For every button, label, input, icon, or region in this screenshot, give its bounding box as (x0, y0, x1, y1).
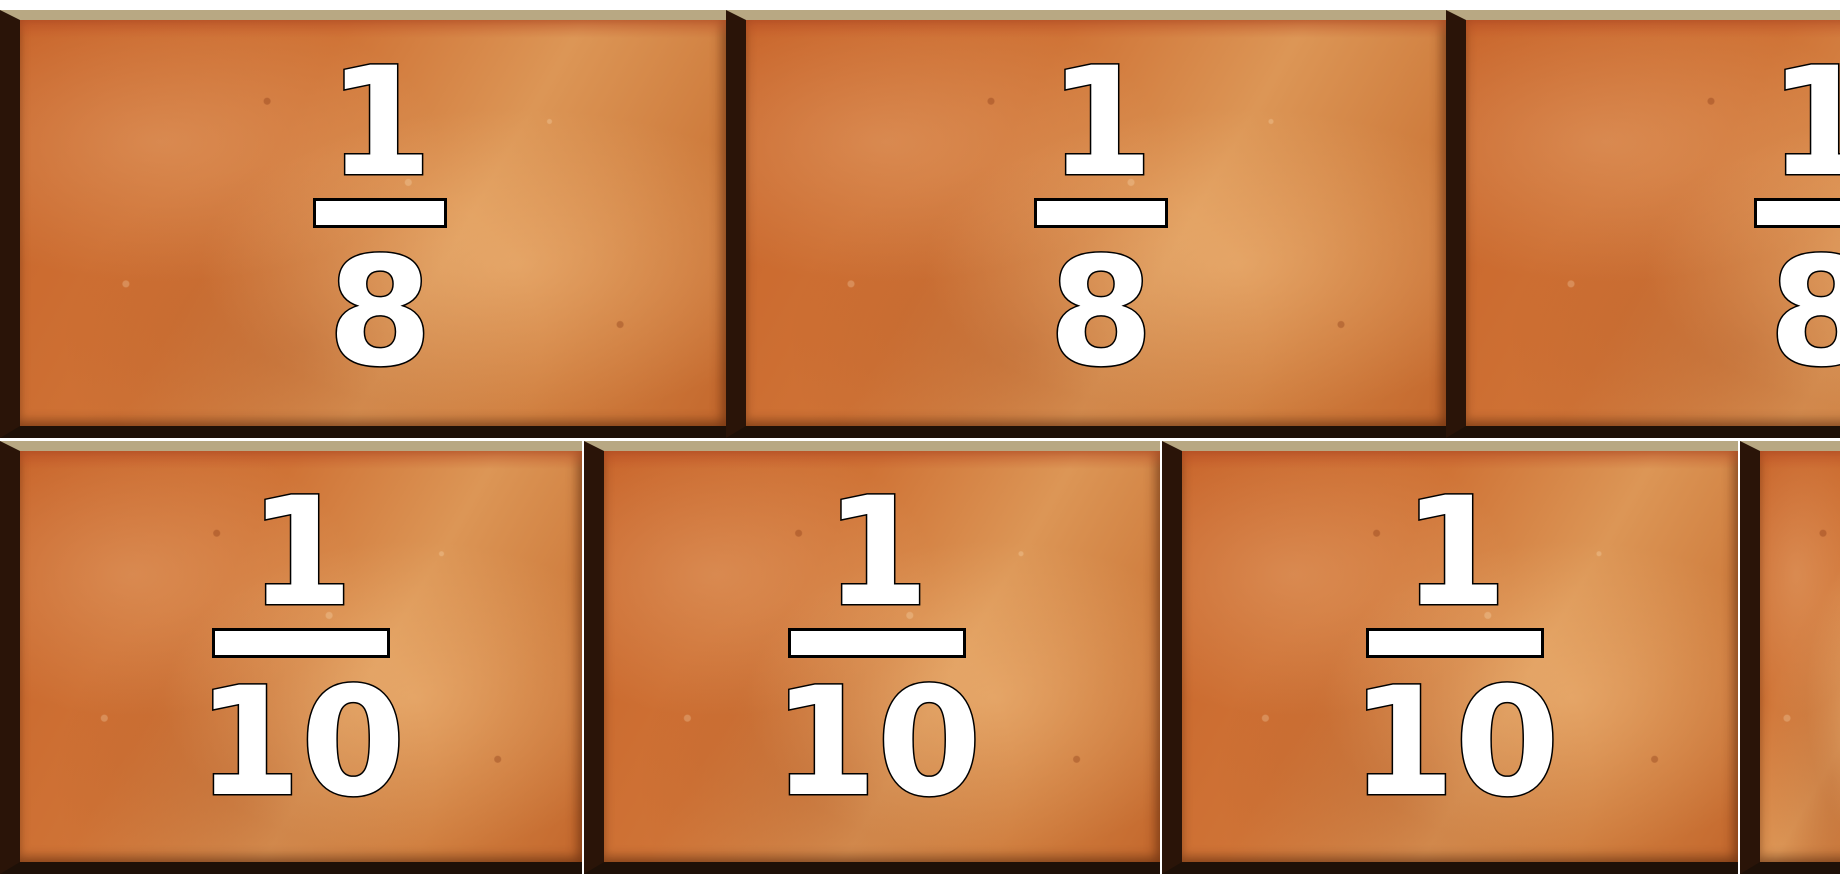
numerator: 1 (825, 478, 929, 628)
fraction-one-eighth-1: 1 8 (310, 10, 450, 388)
denominator: 8 (328, 238, 432, 388)
fraction-one-tenth-2: 1 10 (782, 441, 972, 818)
fraction-bar (1034, 198, 1168, 228)
numerator: 1 (1049, 48, 1153, 198)
numerator: 1 (1769, 48, 1840, 198)
fraction-one-eighth-3: 1 8 (1751, 10, 1840, 388)
denominator: 10 (1351, 668, 1560, 818)
fraction-one-tenth-1: 1 10 (206, 441, 396, 818)
fraction-bar (212, 628, 390, 658)
denominator: 8 (1049, 238, 1153, 388)
eighths-row: 1 8 1 8 1 8 (0, 10, 1840, 438)
numerator: 1 (249, 478, 353, 628)
numerator: 1 (328, 48, 432, 198)
fraction-one-tenth-3: 1 10 (1360, 441, 1550, 818)
fraction-one-eighth-2: 1 8 (1031, 10, 1171, 388)
denominator: 10 (197, 668, 406, 818)
denominator: 8 (1769, 238, 1840, 388)
brick-tenth-4 (1740, 441, 1840, 874)
fraction-bar (313, 198, 447, 228)
tenths-row: 1 10 1 10 1 10 (0, 441, 1840, 874)
fraction-bar (788, 628, 966, 658)
fraction-bar (1366, 628, 1544, 658)
numerator: 1 (1403, 478, 1507, 628)
denominator: 10 (773, 668, 982, 818)
fraction-bar (1754, 198, 1840, 228)
